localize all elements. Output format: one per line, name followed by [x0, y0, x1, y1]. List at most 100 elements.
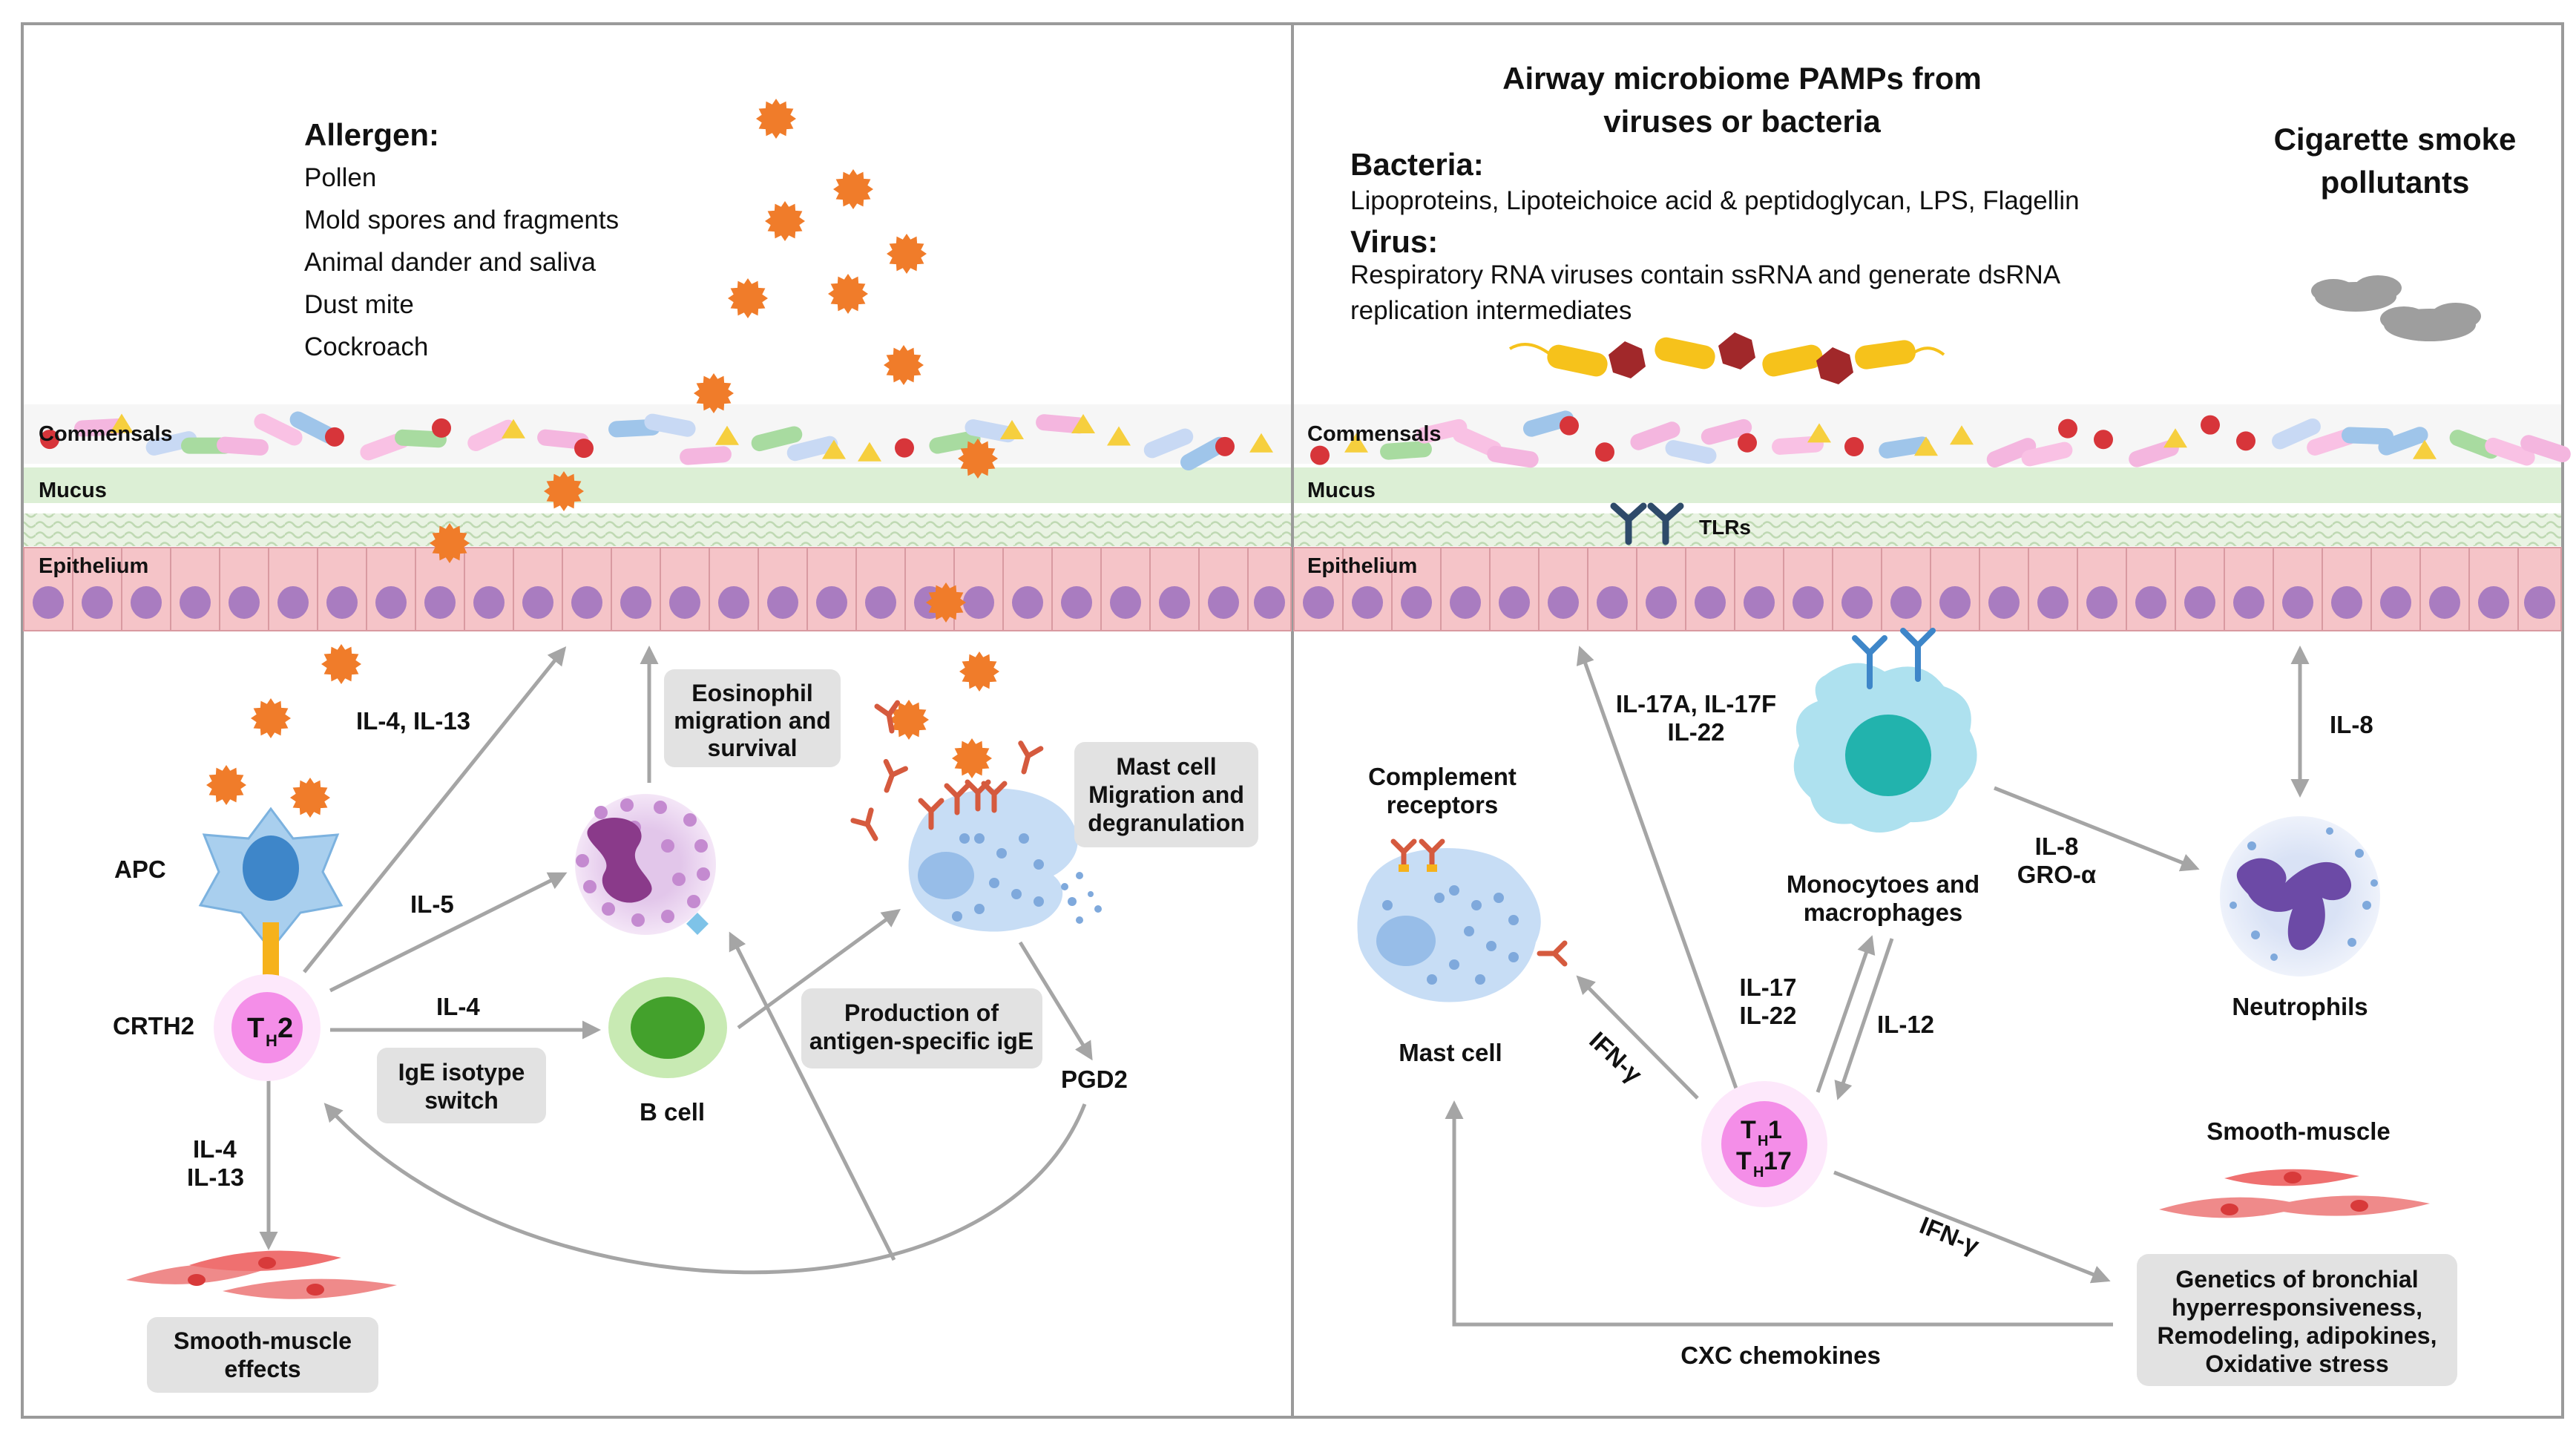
- allergen-particle: [694, 373, 734, 413]
- label-il17-line1: IL-17: [1739, 974, 1796, 1001]
- th2-2: 2: [277, 1013, 293, 1044]
- virus-heading: Virus:: [1350, 224, 1438, 259]
- allergen-particle: [958, 439, 998, 479]
- complement-label-line2: receptors: [1387, 791, 1498, 818]
- allergen-item-pollen: Pollen: [304, 163, 376, 192]
- allergen-particle: [728, 278, 768, 318]
- right-arrows: [1445, 646, 2310, 1327]
- pamps-title-line2: viruses or bacteria: [1603, 104, 1881, 139]
- label-il4-il13-top: IL-4, IL-13: [356, 707, 470, 735]
- ige-switch-line1: IgE isotype: [398, 1059, 525, 1086]
- th17-17: 17: [1764, 1147, 1792, 1175]
- smooth-muscle-effects-line2: effects: [224, 1356, 300, 1382]
- smooth-muscle-right-label: Smooth-muscle: [2207, 1117, 2391, 1145]
- arrow-th2-to-eosinophil: [329, 872, 568, 993]
- airway-layers-right: [1293, 404, 2571, 631]
- virus-icon: [1816, 347, 1853, 384]
- allergen-particle: [756, 99, 796, 139]
- bacteria-heading: Bacteria:: [1350, 147, 1484, 182]
- tlrs-label: TLRs: [1699, 516, 1751, 539]
- eosinophil-box-line3: survival: [708, 735, 798, 761]
- allergen-particle: [828, 274, 868, 314]
- allergen-heading: Allergen:: [304, 117, 439, 152]
- b-cell-label: B cell: [640, 1098, 705, 1126]
- allergen-particle: [833, 169, 873, 209]
- th17-h: H: [1753, 1164, 1764, 1181]
- label-il13-bottom: IL-13: [187, 1163, 244, 1191]
- mast-cell-right: [1357, 838, 1568, 1002]
- left-arrows: [259, 646, 1093, 1275]
- allergen-particle: [290, 778, 330, 818]
- mast-cell-right-label: Mast cell: [1399, 1039, 1502, 1066]
- ige-switch-line2: switch: [424, 1087, 499, 1114]
- mucus-label-left: Mucus: [39, 479, 107, 502]
- arrow-cxc-chemokines: [1445, 1100, 2113, 1327]
- crth2-label: CRTH2: [113, 1012, 194, 1040]
- virus-icon: [1718, 332, 1755, 370]
- allergen-item-dust-mite: Dust mite: [304, 290, 414, 319]
- production-line2: antigen-specific igE: [809, 1028, 1034, 1054]
- complement-receptors-icon: [1390, 838, 1568, 967]
- label-il8-top: IL-8: [2330, 711, 2373, 738]
- allergen-particle: [887, 234, 927, 274]
- arrow-pgd2-to-th2: [323, 1103, 1087, 1275]
- arrow-th17-to-epithelium: [1576, 646, 1746, 1110]
- arrow-th1-to-mast-cell: [1576, 975, 1699, 1100]
- allergen-particle: [206, 765, 246, 805]
- production-box: Production of antigen-specific igE: [801, 988, 1042, 1068]
- allergen-particle: [765, 201, 805, 241]
- arrow-bcell-to-mastcell: [737, 909, 901, 1030]
- eosinophil-box-line2: migration and: [674, 707, 831, 734]
- label-il8-gro-line2: GRO-α: [2017, 861, 2096, 888]
- th2-cell: T H 2: [214, 974, 321, 1081]
- allergen-item-dander: Animal dander and saliva: [304, 248, 597, 277]
- label-il8-gro-line1: IL-8: [2035, 833, 2079, 860]
- th1-h: H: [1758, 1133, 1768, 1149]
- smooth-muscle-effects-line1: Smooth-muscle: [174, 1327, 352, 1354]
- genetics-box: Genetics of bronchial hyperresponsivenes…: [2137, 1254, 2457, 1386]
- commensals-label-right: Commensals: [1307, 422, 1442, 446]
- allergen-particle: [884, 345, 924, 385]
- label-il4-bottom: IL-4: [193, 1135, 237, 1163]
- label-il17a-line2: IL-22: [1667, 718, 1724, 746]
- label-il17a-line1: IL-17A, IL-17F: [1616, 690, 1776, 718]
- monocytes-label-line1: Monocytoes and: [1787, 870, 1979, 898]
- pathogen-strip: [1508, 332, 1945, 384]
- allergen-item-mold: Mold spores and fragments: [304, 206, 619, 234]
- smooth-muscle-cells-left: [126, 1250, 397, 1299]
- th1-1: 1: [1768, 1116, 1782, 1144]
- pgd2-label: PGD2: [1061, 1066, 1128, 1093]
- th1-t: T: [1741, 1116, 1756, 1144]
- allergen-particle: [251, 698, 291, 738]
- label-cxc-chemokines: CXC chemokines: [1680, 1342, 1881, 1369]
- th17-t: T: [1736, 1147, 1752, 1175]
- epithelium-label-left: Epithelium: [39, 554, 148, 578]
- mucus-label-right: Mucus: [1307, 479, 1376, 502]
- arrow-th2-to-epithelium: [303, 646, 567, 974]
- eosinophil-receptor: [686, 913, 709, 935]
- genetics-line2: hyperresponsiveness,: [2172, 1294, 2422, 1321]
- mast-cell-box-line3: degranulation: [1088, 810, 1245, 836]
- allergen-particle: [430, 523, 470, 563]
- allergen-particle: [321, 644, 361, 684]
- arrow-macrophage-to-neutrophils: [1994, 786, 2200, 872]
- label-il5: IL-5: [410, 890, 454, 918]
- eosinophil-box-line1: Eosinophil: [691, 680, 813, 706]
- pamps-title-line1: Airway microbiome PAMPs from: [1502, 61, 1982, 96]
- mast-cell-box: Mast cell Migration and degranulation: [1074, 742, 1258, 847]
- apc-cell: [198, 807, 344, 976]
- genetics-line1: Genetics of bronchial: [2175, 1266, 2418, 1293]
- arrow-mastcell-to-pgd2: [1018, 941, 1093, 1061]
- label-il17-line2: IL-22: [1739, 1002, 1796, 1029]
- genetics-line4: Oxidative stress: [2205, 1350, 2388, 1377]
- commensals-label-left: Commensals: [39, 422, 173, 446]
- virus-icon: [1609, 341, 1646, 378]
- allergen-particles: [206, 99, 999, 818]
- mast-cell-left: [850, 700, 1102, 932]
- mast-cell-box-line1: Mast cell: [1116, 753, 1216, 780]
- ige-antibodies: [850, 700, 1044, 841]
- allergen-particle: [952, 738, 992, 778]
- production-line1: Production of: [844, 999, 999, 1026]
- smoke-title-line2: pollutants: [2321, 165, 2470, 200]
